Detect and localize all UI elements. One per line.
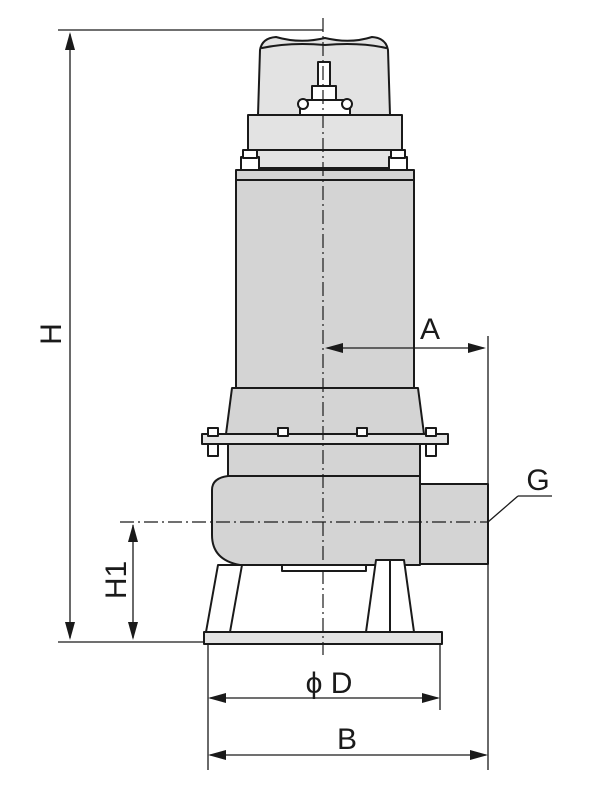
stand [205,559,415,633]
label-A: A [420,313,440,346]
label-H: H [35,323,68,345]
label-H1: H1 [100,561,133,599]
dimension-D: ϕ D [208,667,440,703]
cable-gland [297,61,353,117]
discharge-outlet [419,483,489,565]
label-B: B [337,723,357,756]
label-D: ϕ D [306,667,353,700]
motor-head [240,114,408,172]
label-G: G [526,464,549,497]
dimension-G: G [487,464,552,523]
flange-bolt [425,427,437,457]
dimension-A: A [325,313,486,353]
motor-housing [235,169,415,389]
seal-housing [225,387,425,435]
dimension-H1: H1 [100,524,138,640]
flange-bolt [207,427,219,457]
dimension-H: H [35,32,75,640]
dimension-B: B [208,723,488,760]
volute-casing [211,443,421,566]
